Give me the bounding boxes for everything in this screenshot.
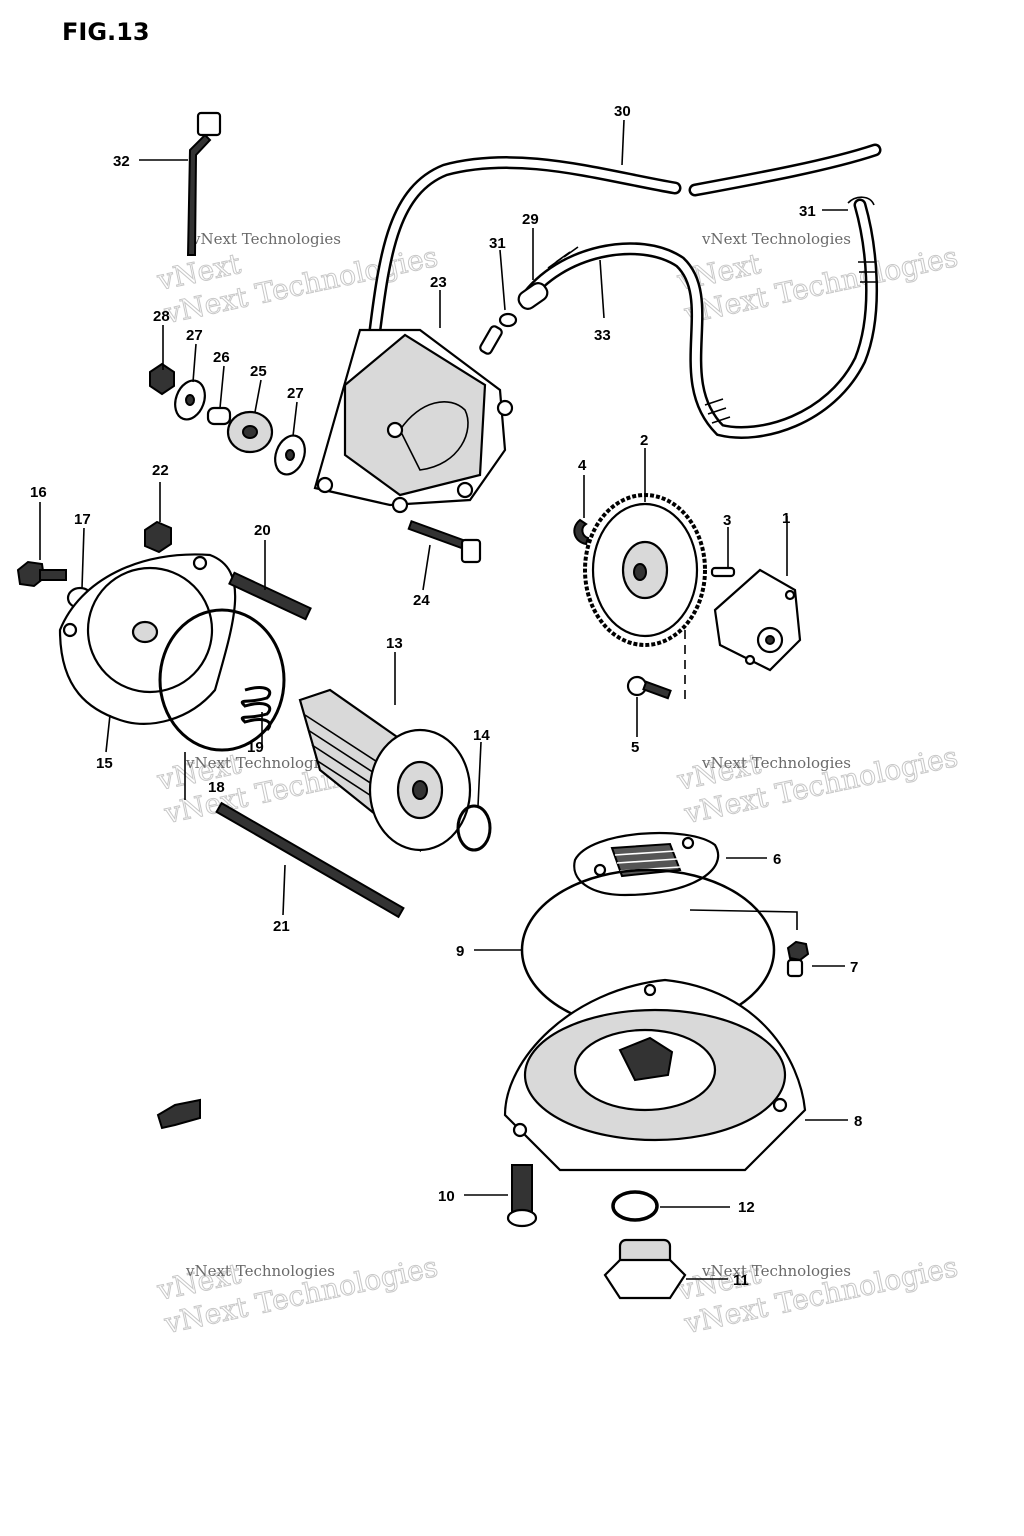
stud-20 <box>228 571 312 621</box>
callout-20: 20 <box>254 522 271 539</box>
washer-12 <box>611 1190 659 1222</box>
spring-19 <box>240 686 272 732</box>
svg-text:vNext Technologies: vNext Technologies <box>701 1262 851 1280</box>
front-arrow-icon <box>156 1098 201 1130</box>
callout-6: 6 <box>773 851 781 868</box>
fuel-pump-23 <box>313 325 514 514</box>
bolt-10 <box>506 1164 538 1228</box>
callout-2: 2 <box>640 432 648 449</box>
hose-33 <box>518 198 878 439</box>
callout-5: 5 <box>631 739 639 756</box>
callout-30: 30 <box>614 103 631 120</box>
callout-22: 22 <box>152 462 169 479</box>
bolt-16 <box>16 560 67 588</box>
callout-9: 9 <box>456 943 464 960</box>
band-32 <box>186 111 222 256</box>
callout-19: 19 <box>247 739 264 756</box>
callout-29: 29 <box>522 211 539 228</box>
watermark-mid-right: vNext vNext Technologies vNext Technolog… <box>673 739 961 830</box>
callout-4: 4 <box>578 457 587 474</box>
callout-8: 8 <box>854 1113 862 1130</box>
clip-31 <box>498 196 875 328</box>
o-ring-14 <box>456 804 492 852</box>
callout-24: 24 <box>413 592 430 609</box>
gear-2 <box>583 493 707 647</box>
callout-17: 17 <box>74 511 91 528</box>
callout-31b: 31 <box>799 203 816 220</box>
washer-27b <box>274 434 306 476</box>
drain-plug-11 <box>603 1238 687 1300</box>
bolt-7 <box>786 940 810 978</box>
oil-filter-13 <box>298 688 472 853</box>
svg-text:vNext Technologies: vNext Technologies <box>185 1262 335 1280</box>
oil-pan-8 <box>503 978 807 1172</box>
o-ring-18 <box>158 608 286 752</box>
collar-26 <box>206 406 232 426</box>
callout-25: 25 <box>250 363 267 380</box>
svg-text:vNext Technologies: vNext Technologies <box>191 230 341 248</box>
oil-pump-1 <box>713 568 802 672</box>
callout-18: 18 <box>208 779 225 796</box>
hose-30 <box>368 143 882 337</box>
screw-5 <box>626 675 672 700</box>
callout-27b: 27 <box>287 385 304 402</box>
strainer-6 <box>573 831 720 897</box>
callout-31a: 31 <box>489 235 506 252</box>
figure-title: FIG.13 <box>62 18 150 46</box>
callout-23: 23 <box>430 274 447 291</box>
callout-15: 15 <box>96 755 113 772</box>
svg-text:vNext Technologies: vNext Technologies <box>701 230 851 248</box>
leader-strainer <box>689 909 798 930</box>
grommet-25 <box>226 410 274 454</box>
callout-14: 14 <box>473 727 490 744</box>
nut-22 <box>144 520 172 554</box>
callout-21: 21 <box>273 918 290 935</box>
callout-3: 3 <box>723 512 731 529</box>
watermark-top-left: vNext vNext Technologies vNext Technolog… <box>153 230 441 331</box>
callout-33: 33 <box>594 327 611 344</box>
callout-12: 12 <box>738 1199 755 1216</box>
nut-28 <box>149 362 175 396</box>
pin-3 <box>710 566 736 578</box>
callout-11: 11 <box>733 1272 749 1289</box>
watermark-bottom-left: vNext vNext Technologies vNext Technolog… <box>153 1249 441 1340</box>
svg-text:vNext Technologies: vNext Technologies <box>701 754 851 772</box>
callout-1: 1 <box>782 510 790 527</box>
leader-lines <box>39 119 848 1280</box>
watermark-bottom-right: vNext vNext Technologies vNext Technolog… <box>673 1249 961 1340</box>
callout-7: 7 <box>850 959 858 976</box>
callout-27a: 27 <box>186 327 203 344</box>
callout-26: 26 <box>213 349 230 366</box>
svg-text:vNext Technologies: vNext Technologies <box>185 754 335 772</box>
stud-21 <box>215 801 405 919</box>
filter-cover-15 <box>58 553 237 725</box>
callout-13: 13 <box>386 635 403 652</box>
pipe-29 <box>517 282 549 310</box>
watermark-top-right: vNext vNext Technologies vNext Technolog… <box>673 230 961 331</box>
callout-28: 28 <box>153 308 170 325</box>
clip-4 <box>573 518 590 546</box>
callout-10: 10 <box>438 1188 455 1205</box>
callout-16: 16 <box>30 484 47 501</box>
bolt-24 <box>407 519 482 564</box>
callout-32: 32 <box>113 153 130 170</box>
washer-27a <box>174 379 206 421</box>
